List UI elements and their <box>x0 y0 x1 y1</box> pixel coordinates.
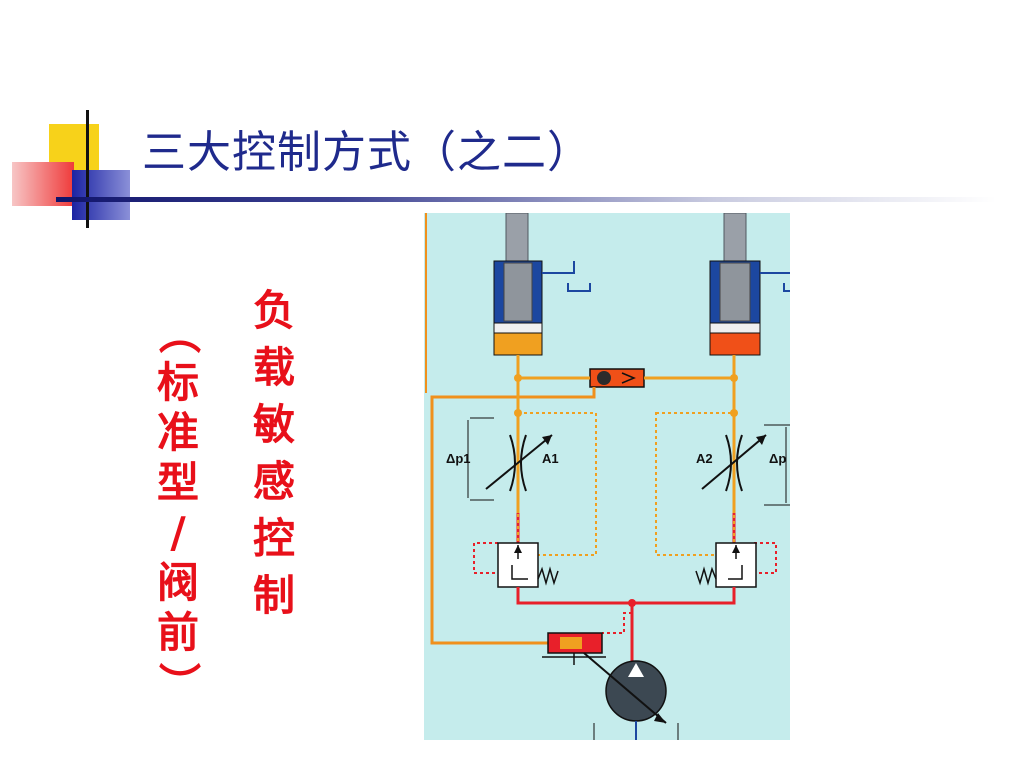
corner-vertical-line <box>86 110 89 228</box>
orifice-a2 <box>701 424 790 506</box>
vertical-char: 型 <box>156 458 199 507</box>
shuttle-valve <box>589 368 645 388</box>
orifice-a1 <box>467 417 553 501</box>
supply-line <box>516 587 736 605</box>
load-sense-line <box>430 387 596 645</box>
label-dp1: Δp1 <box>446 451 471 466</box>
hydraulic-schematic: Δp1 A1 A2 Δp <box>424 213 790 740</box>
pilot-line <box>655 412 735 556</box>
vertical-char: 载 <box>252 343 295 392</box>
vertical-heading-main: 负 载 敏 感 控 制 <box>248 282 300 624</box>
page-title: 三大控制方式（之二） <box>142 127 592 178</box>
vertical-char: 阀 <box>156 558 199 607</box>
label-dp2: Δp <box>769 451 786 466</box>
vertical-heading-sub: （ 标 准 型 / 阀 前 ） <box>150 308 206 708</box>
vertical-char: 标 <box>156 358 199 407</box>
label-a1: A1 <box>542 451 559 466</box>
pump-regulator <box>542 632 606 665</box>
compensator-left <box>497 542 559 588</box>
pilot-line <box>517 412 597 556</box>
vertical-char: ） <box>154 661 203 704</box>
cylinder-left <box>493 213 591 356</box>
vertical-char: 敏 <box>252 400 295 449</box>
cylinder-right <box>709 213 790 356</box>
vertical-char: 负 <box>252 286 295 335</box>
label-a2: A2 <box>696 451 713 466</box>
compensator-right <box>695 542 757 588</box>
vertical-char: 制 <box>252 571 295 620</box>
pump-icon <box>583 652 679 740</box>
vertical-char: / <box>170 508 186 557</box>
vertical-char: （ <box>154 311 203 354</box>
vertical-char: 准 <box>156 408 199 457</box>
vertical-char: 感 <box>252 457 295 506</box>
vertical-char: 前 <box>156 608 199 657</box>
corner-square-blue <box>72 170 130 220</box>
title-underline <box>56 197 996 202</box>
vertical-char: 控 <box>252 514 295 563</box>
